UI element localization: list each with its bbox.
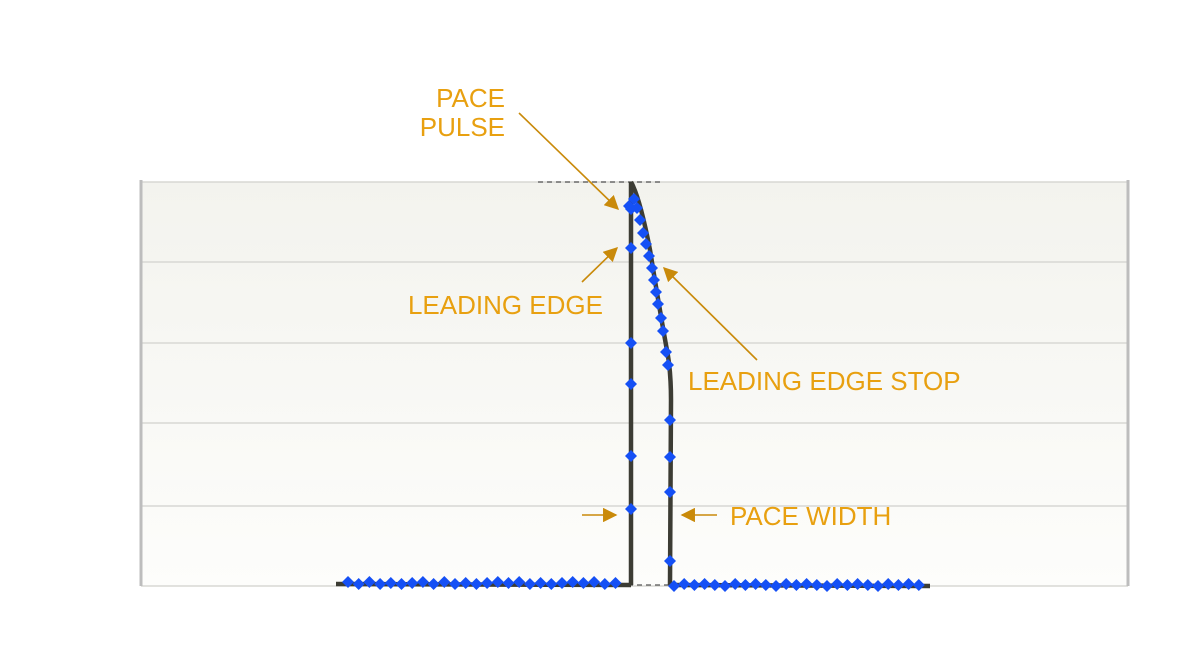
diamond-marker [646, 262, 658, 274]
diamond-marker [598, 578, 611, 590]
diamond-marker [545, 578, 558, 590]
diamond-marker [668, 580, 680, 592]
diamond-marker [643, 250, 655, 262]
leading-edge-stop-label: LEADING EDGE STOP [688, 366, 961, 396]
diamond-marker [609, 577, 622, 589]
diamond-marker [342, 576, 354, 588]
diamond-marker [352, 578, 365, 590]
leading-edge-label: LEADING EDGE [408, 290, 603, 320]
diamond-marker [449, 578, 461, 590]
diamond-marker [662, 359, 674, 371]
diamond-marker [502, 577, 515, 589]
diamond-marker [660, 346, 672, 358]
diamond-marker [523, 578, 536, 590]
diamond-marker [810, 579, 823, 591]
diamond-marker [664, 451, 676, 463]
diamond-marker [637, 227, 649, 239]
diamond-marker [729, 578, 742, 590]
diamond-marker [861, 579, 874, 591]
diamond-marker [851, 578, 864, 590]
diamond-marker [739, 579, 752, 591]
diamond-marker [688, 579, 701, 591]
leading-edge-arrow [581, 246, 619, 283]
diamond-marker [416, 576, 429, 588]
diamond-marker [534, 577, 547, 589]
diamond-marker [664, 486, 676, 498]
diamond-marker [438, 576, 451, 588]
diamond-marker [800, 578, 813, 590]
diamond-marker [831, 578, 844, 590]
diamond-marker [841, 579, 854, 591]
diamond-marker [708, 579, 721, 591]
diamond-marker [625, 450, 637, 462]
diamond-marker [427, 578, 440, 590]
diamond-marker [698, 578, 711, 590]
diamond-marker [625, 337, 637, 349]
diamond-marker [821, 580, 833, 592]
diamond-marker [749, 578, 762, 590]
pace-pulse-arrow [518, 112, 620, 211]
diamond-marker [892, 579, 905, 591]
pace-pulse-label-line1: PACE [436, 83, 505, 113]
diamond-marker [513, 576, 526, 588]
diamond-marker [652, 298, 664, 310]
diamond-marker [678, 578, 691, 590]
pace-pulse-label-line2: PULSE [420, 112, 505, 142]
diamond-marker [790, 579, 803, 591]
diamond-marker [363, 576, 376, 588]
diamond-marker [634, 214, 646, 226]
diamond-marker [770, 580, 782, 592]
diamond-marker [902, 578, 915, 590]
diamond-marker [657, 325, 669, 337]
diamond-marker [650, 286, 662, 298]
leading-edge-stop-arrow [662, 266, 758, 361]
diamond-marker [640, 238, 652, 250]
diamond-marker [912, 579, 925, 591]
diamond-marker [395, 578, 408, 590]
diamond-marker [625, 242, 637, 254]
diamond-marker [664, 555, 676, 567]
diamond-marker [406, 577, 419, 589]
data-markers [342, 193, 925, 592]
annotation-arrows [518, 112, 758, 523]
diamond-marker [759, 579, 772, 591]
diamond-marker [625, 378, 637, 390]
diamond-marker [631, 202, 643, 214]
diamond-marker [491, 576, 504, 588]
diamond-marker [625, 503, 637, 515]
diamond-marker [459, 577, 472, 589]
diamond-marker [374, 578, 387, 590]
diamond-marker [588, 576, 601, 588]
diamond-marker [872, 580, 884, 592]
diamond-marker [648, 274, 660, 286]
diamond-marker [566, 576, 579, 588]
pace-width-label: PACE WIDTH [730, 501, 891, 531]
diamond-marker [577, 577, 590, 589]
diamond-marker [470, 578, 483, 590]
diamond-marker [481, 577, 494, 589]
diamond-marker [719, 580, 731, 592]
diamond-marker [655, 312, 667, 324]
diamond-marker [556, 577, 568, 589]
diamond-marker [882, 578, 895, 590]
diamond-marker [664, 414, 676, 426]
diamond-marker [384, 577, 397, 589]
diamond-marker [780, 578, 793, 590]
